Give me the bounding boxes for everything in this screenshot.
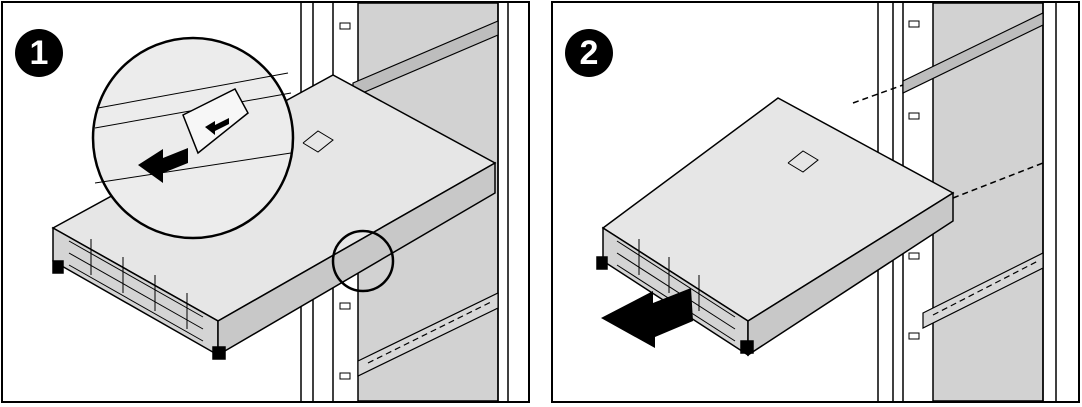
step-1-illustration: [51, 3, 509, 401]
release-tab-arrow-icon: [205, 118, 229, 135]
step-2-panel: 2: [551, 1, 1080, 403]
pull-direction-arrow-icon: [601, 288, 693, 348]
pull-direction-arrow-icon: [138, 148, 188, 183]
step-1-badge: 1: [15, 29, 63, 77]
slide-rail-upper: [902, 12, 1044, 94]
server-chassis: [596, 97, 955, 357]
dashed-alignment-lines: [852, 84, 1044, 199]
release-tab: [182, 88, 249, 155]
step-1-panel: 1: [1, 1, 530, 403]
slide-rail-lower: [922, 252, 1044, 329]
step-2-illustration: [596, 3, 1057, 401]
chassis-side: [217, 161, 496, 357]
step-2-badge: 2: [565, 29, 613, 77]
small-detail-circle: [331, 229, 395, 293]
slide-rail-lower: [357, 292, 499, 377]
magnifier-callout: [91, 36, 395, 293]
rack-post-slots: [908, 20, 920, 340]
